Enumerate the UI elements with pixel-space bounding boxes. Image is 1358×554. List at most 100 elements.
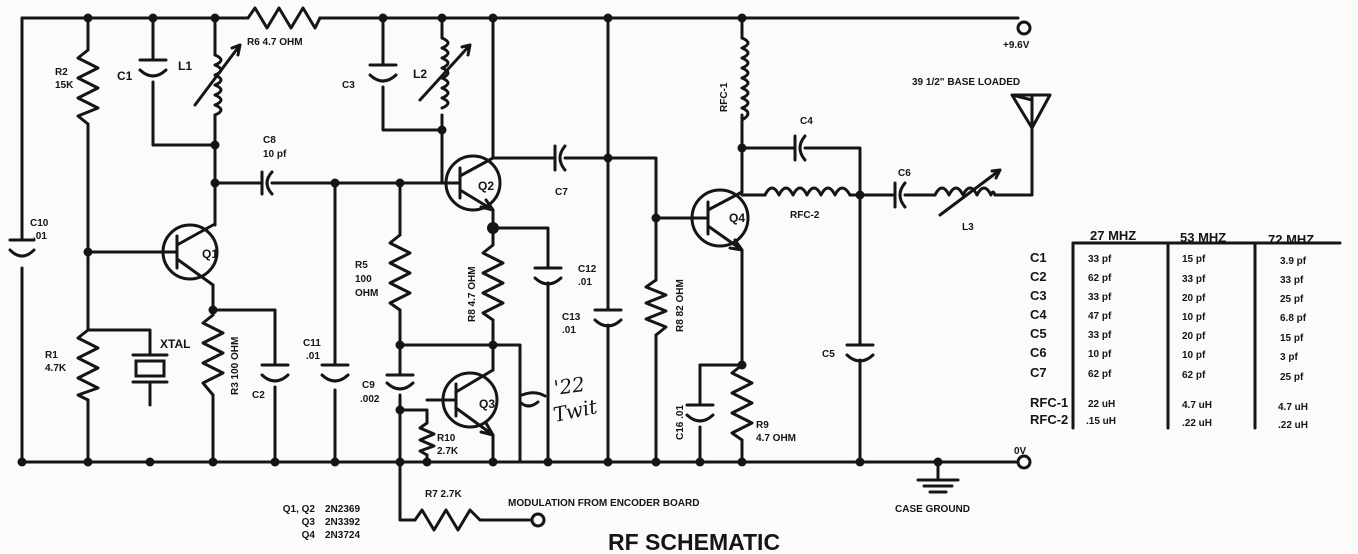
r10-resistor bbox=[418, 421, 436, 457]
c8-capacitor bbox=[260, 170, 292, 196]
r10-value: 2.7K bbox=[437, 446, 459, 457]
table-row: C2 62 pf 33 pf 33 pf bbox=[1030, 269, 1304, 286]
c1-label: C1 bbox=[117, 69, 133, 83]
c10-capacitor bbox=[8, 238, 36, 258]
table-row: RFC-1 22 uH 4.7 uH 4.7 uH bbox=[1030, 395, 1308, 413]
row-part: RFC-2 bbox=[1030, 412, 1068, 427]
capacitors bbox=[8, 58, 912, 430]
cell-53: .22 uH bbox=[1182, 418, 1212, 429]
cell-72: 33 pf bbox=[1280, 275, 1304, 286]
cell-72: 3 pf bbox=[1280, 352, 1298, 363]
r8-82-resistor bbox=[644, 278, 668, 337]
c6-capacitor bbox=[893, 181, 912, 209]
c6-label: C6 bbox=[898, 168, 911, 179]
inductors bbox=[193, 36, 1002, 217]
row-part: C5 bbox=[1030, 326, 1047, 341]
cell-53: 10 pf bbox=[1182, 312, 1206, 323]
c10-label: C10 bbox=[30, 218, 49, 229]
c12-capacitor bbox=[533, 266, 563, 292]
r7-label: R7 2.7K bbox=[425, 489, 462, 500]
r9-label: R9 bbox=[756, 420, 769, 431]
annotations: +9.6V 0V 39 1/2" BASE LOADED CASE GROUND… bbox=[508, 40, 1030, 554]
col-header-53mhz: 53 MHZ bbox=[1180, 230, 1226, 245]
transistor-refs-2: Q3 bbox=[302, 517, 316, 528]
r2-resistor bbox=[76, 48, 100, 126]
diagram-title: RF SCHEMATIC bbox=[608, 529, 780, 554]
table-row: C7 62 pf 62 pf 25 pf bbox=[1030, 365, 1304, 383]
cell-53: 20 pf bbox=[1182, 293, 1206, 304]
r7-resistor bbox=[413, 508, 482, 532]
cell-27: 22 uH bbox=[1088, 399, 1115, 410]
row-part: C4 bbox=[1030, 307, 1047, 322]
cell-72: 4.7 uH bbox=[1278, 402, 1308, 413]
l3-label: L3 bbox=[962, 222, 974, 233]
cell-72: 25 pf bbox=[1280, 372, 1304, 383]
transistor-legend: Q1, Q2 2N2369 Q3 2N3392 Q4 2N3724 bbox=[283, 504, 361, 541]
c11-label: C11 bbox=[303, 338, 321, 349]
c2-label: C2 bbox=[252, 390, 265, 401]
row-part: C2 bbox=[1030, 269, 1047, 284]
c4-label: C4 bbox=[800, 116, 813, 127]
r5-unit: OHM bbox=[355, 288, 378, 299]
row-part: C3 bbox=[1030, 288, 1047, 303]
handwritten-note-1: '22 bbox=[552, 372, 586, 400]
transistor-refs-1: Q1, Q2 bbox=[283, 504, 316, 515]
transistors bbox=[158, 154, 750, 437]
junctions bbox=[17, 13, 943, 467]
component-labels: R6 4.7 OHM R2 15K C1 L1 C3 L2 RFC-1 C4 C… bbox=[30, 37, 974, 500]
c12-label: C12 bbox=[578, 264, 597, 275]
c7-capacitor bbox=[553, 144, 572, 172]
r3-resistor bbox=[201, 313, 225, 397]
c9-capacitor bbox=[385, 373, 415, 402]
c12-value: .01 bbox=[578, 277, 592, 288]
cell-72: 3.9 pf bbox=[1280, 256, 1307, 267]
q3-label: Q3 bbox=[479, 397, 495, 411]
transistor-part-2: 2N3392 bbox=[325, 517, 360, 528]
c2-capacitor bbox=[260, 363, 290, 397]
transistor-part-1: 2N2369 bbox=[325, 504, 360, 515]
col-header-27mhz: 27 MHZ bbox=[1090, 228, 1136, 243]
c13-capacitor bbox=[593, 308, 623, 328]
c1-capacitor bbox=[138, 58, 168, 97]
r8-82-label: R8 82 OHM bbox=[675, 279, 686, 332]
q3-transistor bbox=[425, 368, 499, 437]
cell-27: 10 pf bbox=[1088, 349, 1112, 360]
supply-terminal bbox=[1016, 20, 1032, 36]
r1-resistor bbox=[76, 328, 100, 402]
l3-inductor bbox=[933, 186, 997, 197]
l1-tuning-arrow bbox=[193, 43, 242, 107]
modulation-terminal bbox=[530, 512, 546, 528]
r2-label: R2 bbox=[55, 67, 68, 78]
c16-capacitor bbox=[685, 403, 715, 430]
q1-label: Q1 bbox=[202, 247, 218, 261]
row-part: C1 bbox=[1030, 250, 1047, 265]
c9-value: .002 bbox=[360, 394, 380, 405]
cell-53: 4.7 uH bbox=[1182, 400, 1212, 411]
l1-label: L1 bbox=[178, 59, 192, 73]
l2-tuning-arrow bbox=[418, 43, 472, 102]
cell-27: 62 pf bbox=[1088, 369, 1112, 380]
cell-53: 15 pf bbox=[1182, 254, 1206, 265]
c11-value: .01 bbox=[306, 351, 320, 362]
q2-transistor bbox=[444, 154, 502, 212]
q1-transistor bbox=[158, 223, 219, 287]
c13-label: C13 bbox=[562, 312, 581, 323]
r2-value: 15K bbox=[55, 80, 74, 91]
cell-72: 15 pf bbox=[1280, 333, 1304, 344]
c5-capacitor bbox=[845, 343, 875, 363]
r9-resistor bbox=[730, 363, 754, 442]
trim-capacitor bbox=[518, 391, 547, 408]
r3-label: R3 100 OHM bbox=[230, 337, 241, 395]
xtal-label: XTAL bbox=[160, 337, 190, 351]
l2-label: L2 bbox=[413, 67, 427, 81]
r5-value: 100 bbox=[355, 274, 372, 285]
xtal-crystal bbox=[131, 353, 169, 384]
c10-value: .01 bbox=[33, 231, 47, 242]
table-row: C6 10 pf 10 pf 3 pf bbox=[1030, 345, 1298, 363]
cell-27: 33 pf bbox=[1088, 292, 1112, 303]
c5-label: C5 bbox=[822, 349, 835, 360]
q4-label: Q4 bbox=[729, 211, 745, 225]
cell-27: 33 pf bbox=[1088, 330, 1112, 341]
